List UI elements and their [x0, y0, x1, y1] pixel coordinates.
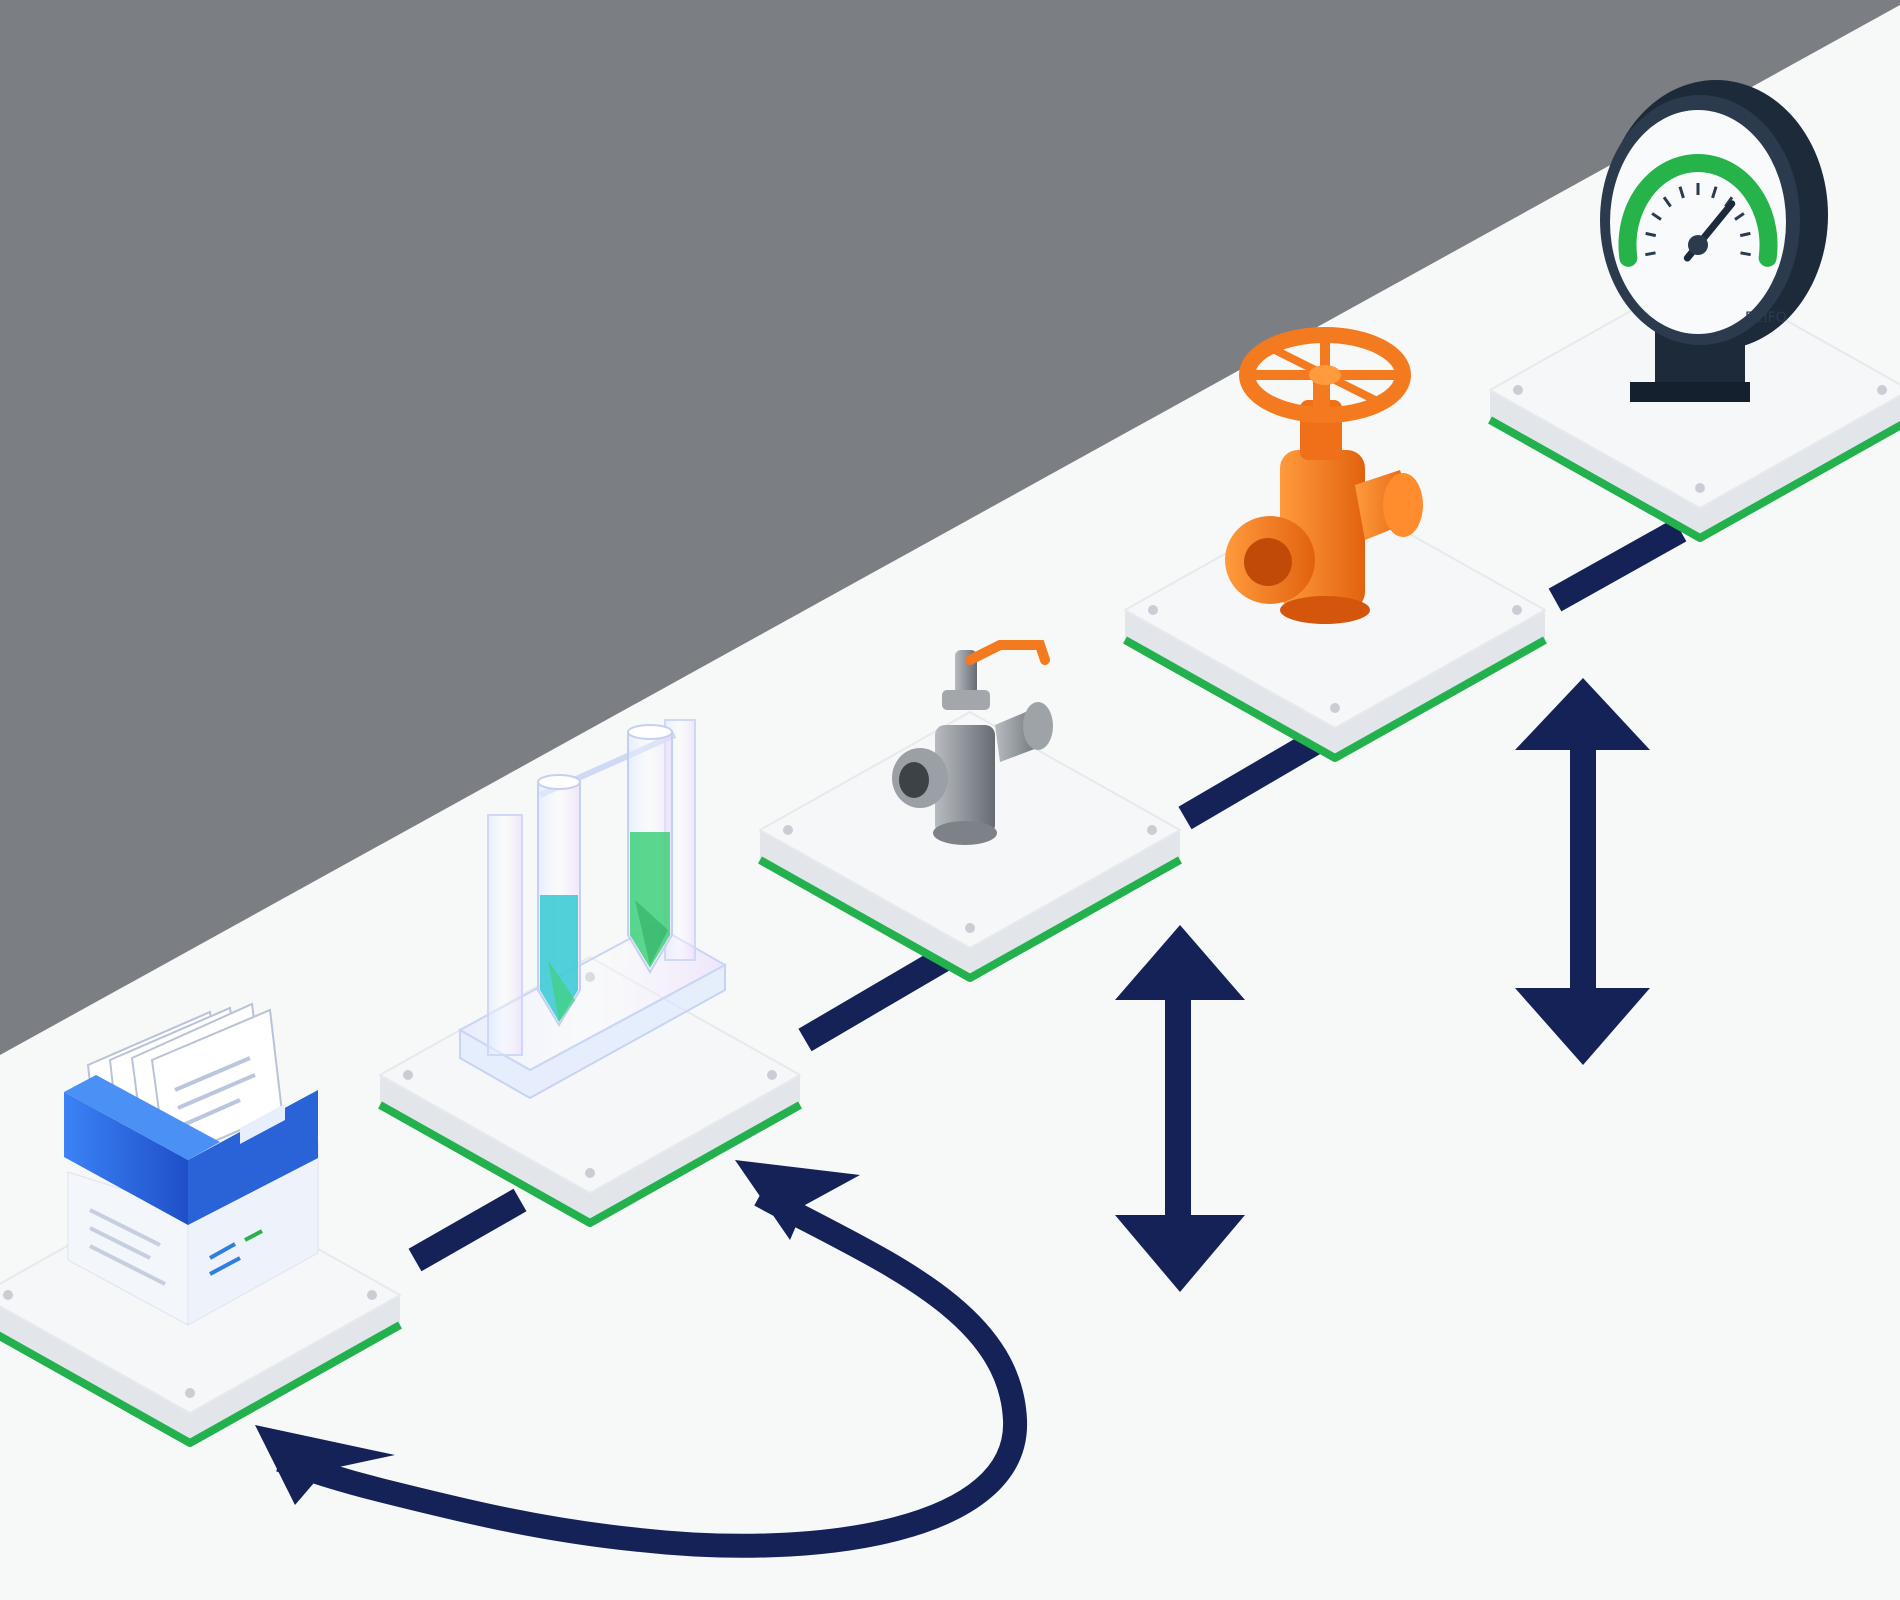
connector-segment-3: [1178, 730, 1322, 830]
curved-loop-arrow-icon: [255, 1160, 1028, 1558]
double-headed-arrow-icon: [1515, 678, 1650, 1065]
double-headed-arrow-icon: [1115, 925, 1245, 1292]
connector-line: [408, 518, 1687, 1272]
connector-segment-1: [408, 1188, 527, 1272]
orange-gate-valve-icon: [1225, 327, 1423, 624]
document-folder-icon: [64, 1002, 319, 1326]
pressure-gauge-icon: BEIFO: [1600, 80, 1828, 402]
connector-segment-2: [798, 946, 952, 1052]
test-tube-rack-icon: [457, 719, 728, 1100]
gauge-label: BEIFO: [1745, 310, 1787, 326]
connector-segment-4: [1548, 518, 1687, 612]
gray-pipe-valve-icon: [892, 640, 1053, 845]
background-wall: [0, 0, 1900, 1055]
